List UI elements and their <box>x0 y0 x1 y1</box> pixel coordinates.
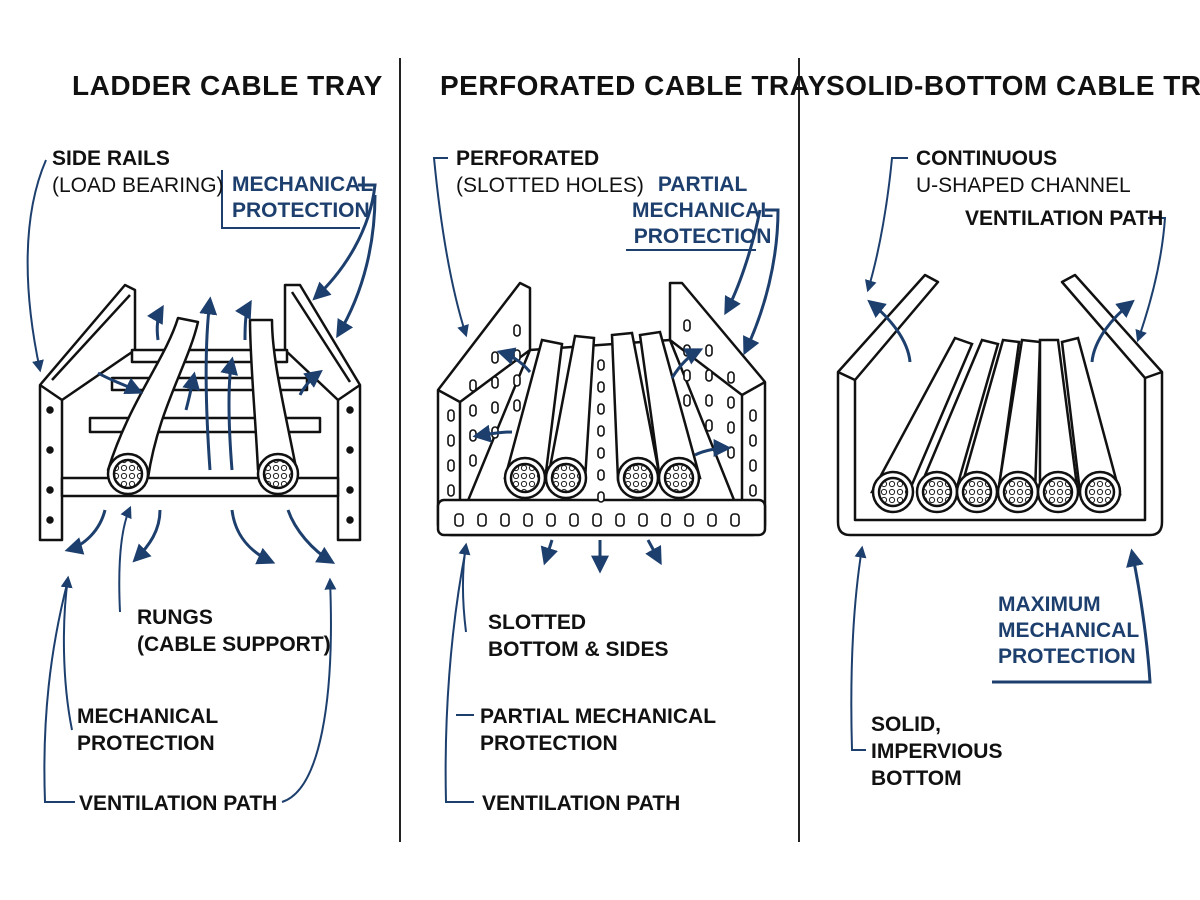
solid-cables <box>869 336 1122 514</box>
max-callout-line3: PROTECTION <box>998 645 1136 668</box>
max-protection-callout: MAXIMUM MECHANICAL PROTECTION <box>998 592 1139 670</box>
ladder-mech-box <box>221 170 360 229</box>
partial-mech-label: PARTIAL MECHANICAL PROTECTION <box>480 703 716 757</box>
ladder-airflow-arrows <box>64 296 336 565</box>
solid-line3: BOTTOM <box>871 767 962 790</box>
perforated-label: PERFORATED (SLOTTED HOLES) <box>456 145 644 199</box>
max-callout-line1: MAXIMUM <box>998 593 1101 616</box>
side-rails-sub: (LOAD BEARING) <box>52 174 224 197</box>
side-rails-label: SIDE RAILS (LOAD BEARING) <box>52 145 224 199</box>
continuous-label: CONTINUOUS U-SHAPED CHANNEL <box>916 145 1131 199</box>
panel-divider-right <box>798 58 800 842</box>
solid-airflow-arrows <box>867 299 1135 363</box>
rungs-sub: (CABLE SUPPORT) <box>137 633 331 656</box>
max-callout-line2: MECHANICAL <box>998 619 1140 642</box>
solid-vent-text: VENTILATION PATH <box>965 207 1164 230</box>
perforated-text: PERFORATED <box>456 147 600 170</box>
ladder-mech-line2: PROTECTION <box>77 732 215 755</box>
slotted-line1: SLOTTED <box>488 611 586 634</box>
partial-callout-line2: MECHANICAL <box>632 199 774 222</box>
perforated-sub: (SLOTTED HOLES) <box>456 174 644 197</box>
ladder-mech-label: MECHANICAL PROTECTION <box>77 703 218 757</box>
solid-bottom-label: SOLID, IMPERVIOUS BOTTOM <box>871 711 1002 792</box>
solid-title: SOLID-BOTTOM CABLE TRAY <box>826 70 1200 101</box>
side-rails-text: SIDE RAILS <box>52 147 170 170</box>
solid-line1: SOLID, <box>871 713 942 736</box>
partial-callout-line3: PROTECTION <box>633 225 772 248</box>
ladder-vent-label: VENTILATION PATH <box>79 790 277 817</box>
ladder-vent-text: VENTILATION PATH <box>79 792 278 815</box>
solid-line2: IMPERVIOUS <box>871 740 1003 763</box>
perforated-cables <box>503 330 702 500</box>
slotted-label: SLOTTED BOTTOM & SIDES <box>488 609 668 663</box>
ladder-mech-callout-line2: PROTECTION <box>232 199 370 222</box>
perforated-title: PERFORATED CABLE TRAY <box>440 70 827 101</box>
ladder-title: LADDER CABLE TRAY <box>72 70 383 101</box>
partial-protection-callout: PARTIAL MECHANICAL PROTECTION <box>632 172 773 250</box>
partial-mech-line1: PARTIAL MECHANICAL <box>480 705 717 728</box>
solid-tray-drawing <box>836 273 1164 537</box>
perforated-vent-text: VENTILATION PATH <box>482 792 681 815</box>
ladder-mech-callout-line1: MECHANICAL <box>232 173 374 196</box>
continuous-sub: U-SHAPED CHANNEL <box>916 174 1131 197</box>
partial-callout-line1: PARTIAL <box>657 173 748 196</box>
perforated-vent-label: VENTILATION PATH <box>482 790 680 817</box>
perforated-airflow-arrows <box>472 347 732 574</box>
slotted-line2: BOTTOM & SIDES <box>488 638 669 661</box>
solid-vent-label: VENTILATION PATH <box>965 205 1163 232</box>
continuous-text: CONTINUOUS <box>916 147 1058 170</box>
ladder-mech-line1: MECHANICAL <box>77 705 219 728</box>
ladder-mech-protection-callout: MECHANICAL PROTECTION <box>232 172 373 224</box>
ladder-tray-drawing <box>38 283 362 542</box>
rungs-text: RUNGS <box>137 606 213 629</box>
rungs-label: RUNGS (CABLE SUPPORT) <box>137 604 331 658</box>
partial-mech-line2: PROTECTION <box>480 732 618 755</box>
panel-divider-left <box>399 58 401 842</box>
